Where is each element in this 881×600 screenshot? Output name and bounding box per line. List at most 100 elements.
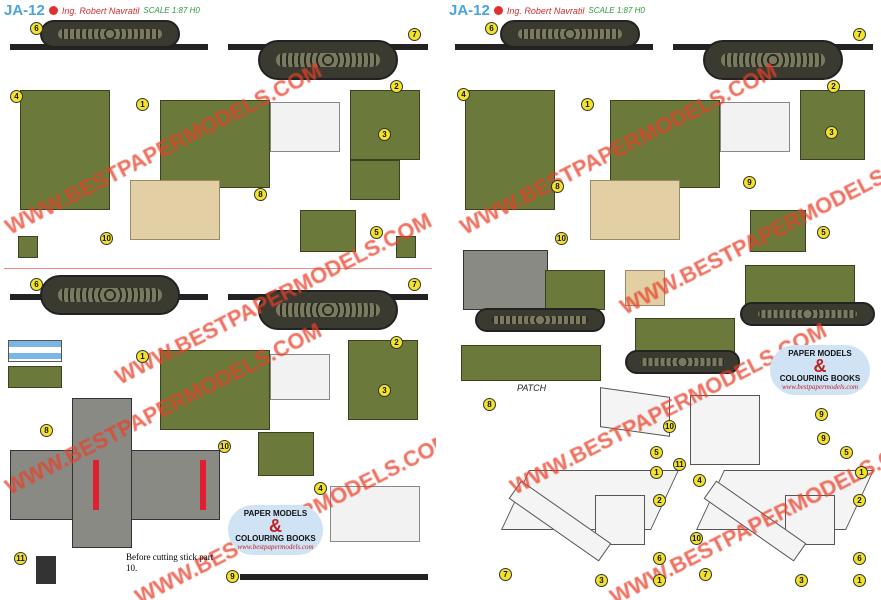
logo-ampersand: &: [269, 516, 282, 536]
logo-line2: COLOURING BOOKS: [779, 374, 861, 383]
author: Ing. Robert Navratil: [61, 5, 140, 16]
small-part: [396, 236, 416, 258]
copyright-icon: [493, 6, 503, 15]
patch-label: PATCH: [517, 383, 547, 393]
crate-part: [625, 270, 665, 306]
part-number-marker: 9: [817, 432, 830, 445]
instruction-note: Before cutting stick part 10.: [126, 552, 214, 573]
part-number-marker: 7: [853, 28, 866, 41]
part-number-marker: 5: [370, 226, 383, 239]
part-number-marker: 9: [743, 176, 756, 189]
part-number-marker: 7: [408, 278, 421, 291]
cab-part: [720, 102, 790, 152]
tractor-model-cargo: [463, 250, 548, 310]
part-number-marker: 11: [673, 458, 686, 471]
part-number-marker: 8: [40, 424, 53, 437]
ladder-part: [240, 574, 428, 580]
tractor-model: [545, 270, 605, 310]
part-number-marker: 8: [551, 180, 564, 193]
body-part: [258, 432, 314, 476]
body-part: [800, 90, 865, 160]
part-number-marker: 9: [226, 570, 239, 583]
track-part: [500, 20, 640, 48]
red-stripe: [93, 460, 99, 510]
body-part: [350, 160, 400, 200]
tractor-model-track: [625, 350, 740, 374]
part-number-marker: 4: [10, 90, 23, 103]
scale: SCALE 1:87 H0: [588, 6, 645, 15]
part-number-marker: 3: [378, 128, 391, 141]
track-part: [258, 40, 398, 80]
part-number-marker: 10: [663, 420, 676, 433]
track-part: [40, 20, 180, 48]
part-number-marker: 5: [817, 226, 830, 239]
flag-part: [8, 340, 62, 362]
small-part: [8, 366, 62, 388]
tractor-model-track: [740, 302, 875, 326]
body-part: [300, 210, 356, 252]
body-part: [160, 100, 270, 188]
red-stripe: [200, 460, 206, 510]
tractor-model-track: [475, 308, 605, 332]
body-part: [330, 486, 420, 542]
scale: SCALE 1:87 H0: [143, 6, 200, 15]
author: Ing. Robert Navratil: [506, 5, 585, 16]
part-number-marker: 6: [30, 22, 43, 35]
part-number-marker: 10: [555, 232, 568, 245]
part-number-marker: 3: [378, 384, 391, 397]
cargo-box-part: [72, 398, 132, 548]
small-part: [18, 236, 38, 258]
part-number-marker: 11: [14, 552, 27, 565]
part-number-marker: 1: [855, 466, 868, 479]
part-number-marker: 5: [840, 446, 853, 459]
part-number-marker: 2: [390, 80, 403, 93]
part-number-marker: 1: [136, 98, 149, 111]
part-number-marker: 1: [581, 98, 594, 111]
part-number-marker: 1: [650, 466, 663, 479]
part-number-marker: 10: [100, 232, 113, 245]
part-number-marker: 2: [390, 336, 403, 349]
part-number-marker: 9: [815, 408, 828, 421]
part-number-marker: 6: [653, 552, 666, 565]
tractor-model: [745, 265, 855, 305]
logo-line2: COLOURING BOOKS: [235, 534, 316, 543]
body-part: [465, 90, 555, 210]
copyright-icon: [48, 6, 58, 15]
publisher-logo: PAPER MODELS & COLOURING BOOKS www.bestp…: [770, 345, 870, 395]
part-number-marker: 2: [853, 494, 866, 507]
part-number-marker: 8: [254, 188, 267, 201]
publisher-logo: PAPER MODELS & COLOURING BOOKS www.bestp…: [228, 505, 323, 555]
part-number-marker: 3: [595, 574, 608, 587]
part-number-marker: 4: [693, 474, 706, 487]
part-number-marker: 7: [408, 28, 421, 41]
small-part: [36, 556, 56, 584]
canvas-part: [590, 180, 680, 240]
logo-url: www.bestpapermodels.com: [781, 383, 859, 391]
divider: [4, 268, 432, 269]
part-number-marker: 10: [218, 440, 231, 453]
right-sheet: JA-12 Ing. Robert Navratil SCALE 1:87 H0…: [445, 0, 881, 600]
part-number-marker: 3: [795, 574, 808, 587]
tractor-model: [635, 318, 735, 354]
body-part: [610, 100, 720, 188]
cab-part: [270, 102, 340, 152]
part-number-marker: 4: [314, 482, 327, 495]
body-part: [350, 90, 420, 160]
model-code: JA-12: [449, 2, 490, 19]
logo-url: www.bestpapermodels.com: [237, 543, 314, 551]
part-number-marker: 10: [690, 532, 703, 545]
part-number-marker: 8: [483, 398, 496, 411]
part-number-marker: 6: [30, 278, 43, 291]
part-number-marker: 7: [499, 568, 512, 581]
patch-part: [461, 345, 601, 381]
header: JA-12 Ing. Robert Navratil SCALE 1:87 H0: [4, 2, 200, 19]
header: JA-12 Ing. Robert Navratil SCALE 1:87 H0: [449, 2, 645, 19]
part-number-marker: 4: [457, 88, 470, 101]
part-number-marker: 5: [650, 446, 663, 459]
canvas-part: [130, 180, 220, 240]
track-part: [40, 275, 180, 315]
logo-ampersand: &: [813, 356, 827, 376]
part-number-marker: 7: [699, 568, 712, 581]
assembly-canopy: [600, 387, 670, 437]
track-part: [258, 290, 398, 330]
